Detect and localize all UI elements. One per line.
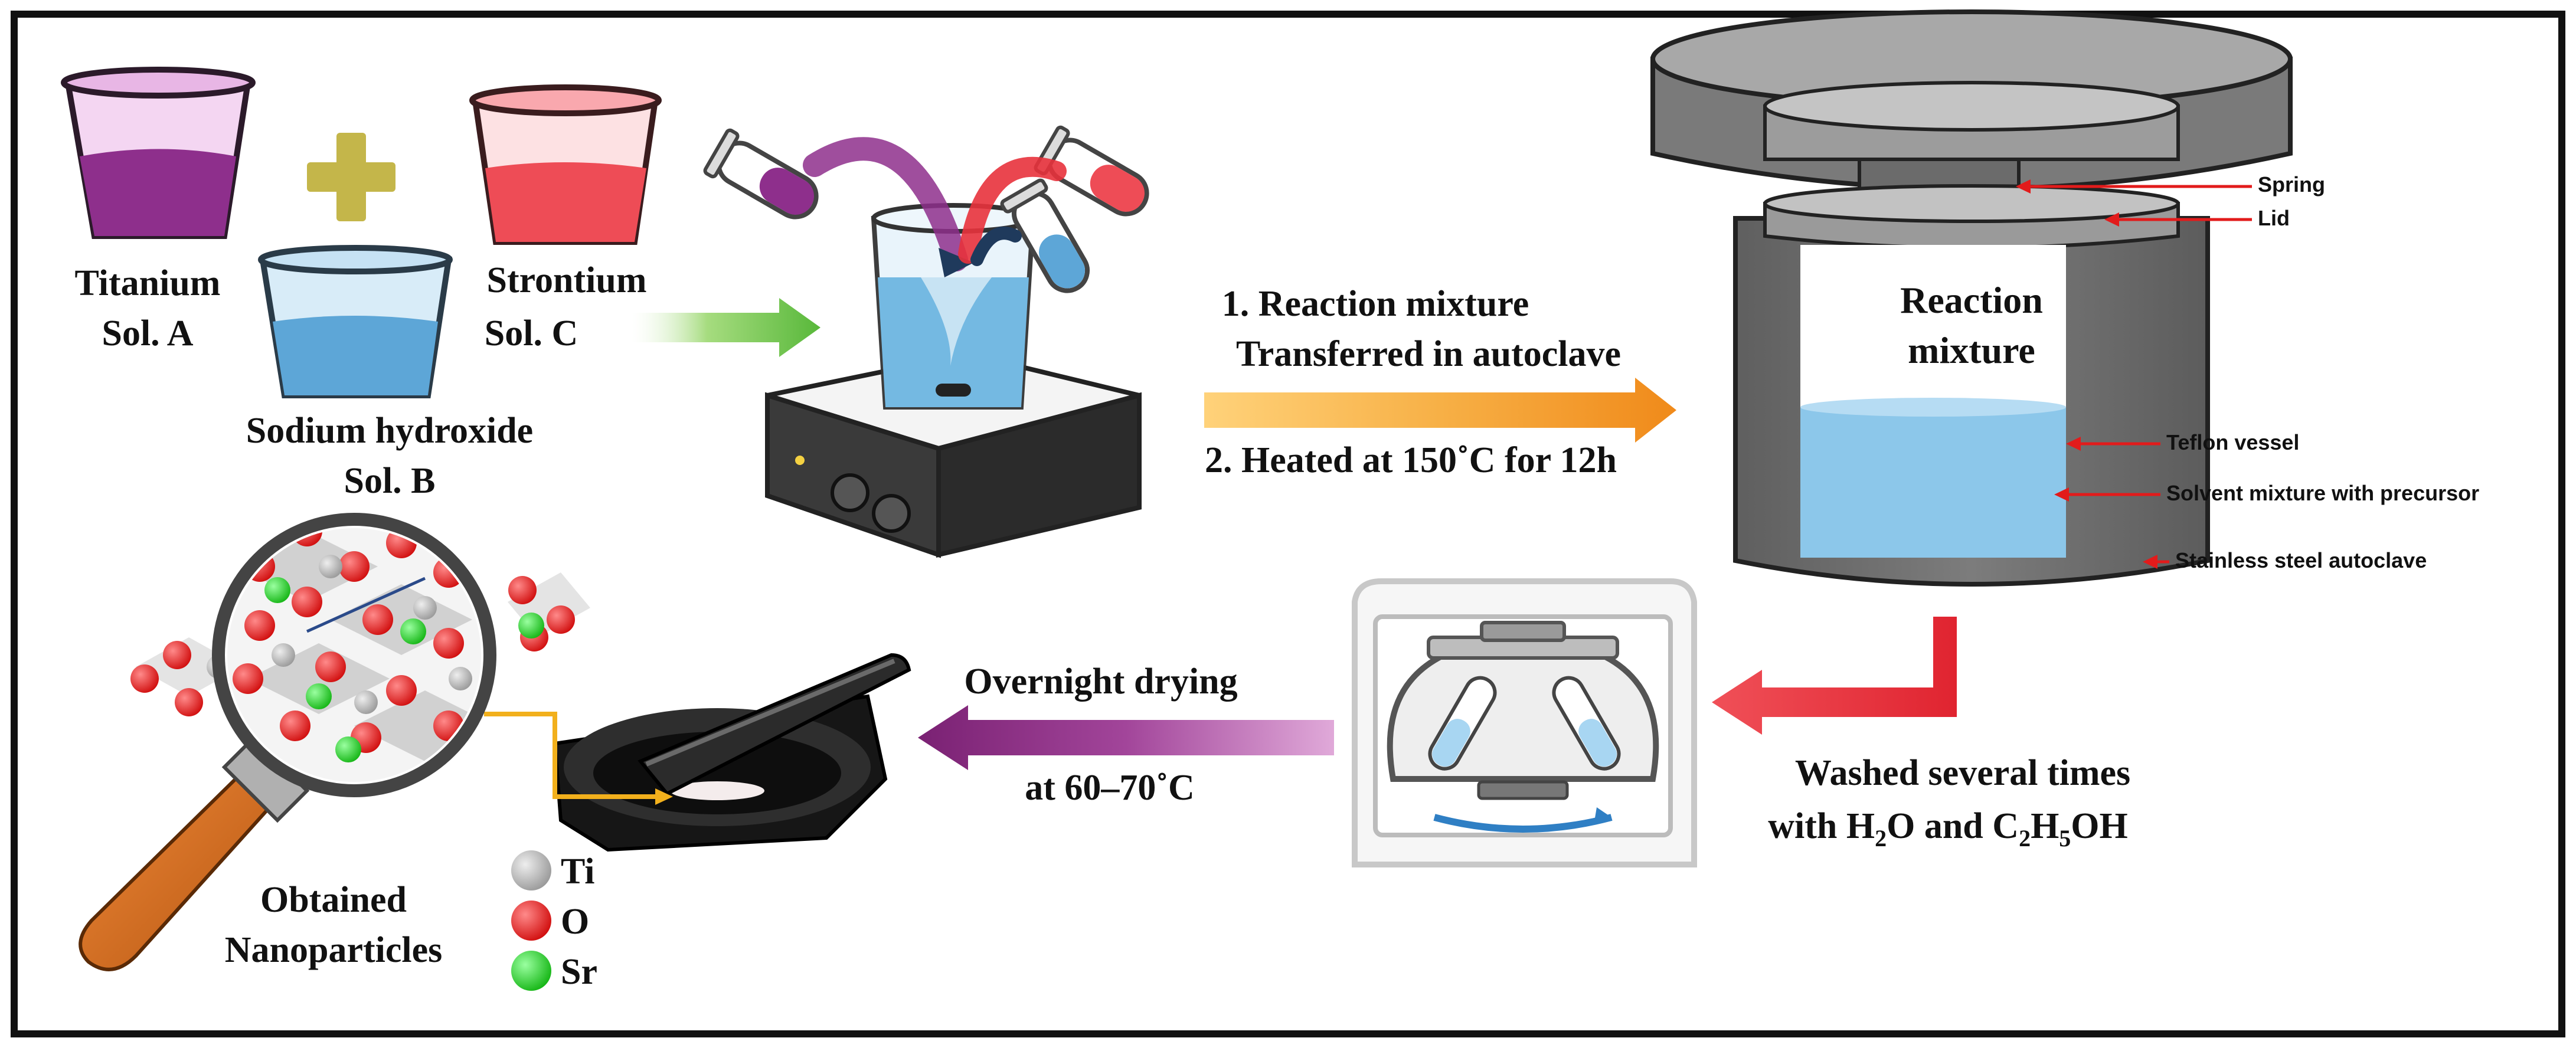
o-atom-icon [511, 901, 551, 941]
purple-pour-arrow [803, 137, 968, 271]
step1-line1: 1. Reaction mixture [1222, 284, 1529, 324]
drying-temp-label: at 60–70˚C [1025, 768, 1195, 808]
overnight-drying-label: Overnight drying [964, 662, 1237, 702]
washed-line1: Washed several times [1795, 753, 2130, 793]
solvent-mixture-label: Solvent mixture with precursor [2166, 481, 2479, 505]
autoclave-callouts [2016, 179, 2252, 569]
blue-test-tube-icon [1000, 178, 1090, 293]
sodium-hydroxide-sol-label: Sol. B [344, 461, 435, 501]
stirring-beaker-icon [871, 203, 1036, 410]
yellow-pointer-line [484, 712, 661, 799]
oxygen-atom [175, 688, 203, 716]
washed-line2: with H2O and C2H5OH [1768, 806, 2128, 852]
titanium-beaker-icon [61, 67, 256, 239]
green-arrow-icon [632, 298, 820, 357]
titanium-label: Titanium [75, 263, 221, 303]
magnetic-stirrer-icon [765, 351, 1142, 558]
oxygen-atom [508, 576, 537, 604]
purple-test-tube-icon [703, 128, 819, 220]
obtained-label: Obtained [260, 880, 407, 920]
reaction-mixture-label-1: Reaction [1900, 279, 2043, 321]
purple-arrow-icon [918, 705, 1334, 770]
legend-ti: Ti [561, 852, 594, 892]
red-arrow-icon [1712, 617, 1957, 735]
stirrer-knob-icon [872, 494, 911, 533]
step2-label: 2. Heated at 150˚C for 12h [1205, 440, 1617, 480]
strontium-beaker-icon [469, 84, 662, 245]
stainless-steel-label: Stainless steel autoclave [2175, 548, 2427, 572]
red-test-tube-icon [1034, 125, 1149, 217]
sodium-hydroxide-label: Sodium hydroxide [246, 411, 533, 451]
step1-line2: Transferred in autoclave [1236, 334, 1621, 374]
reaction-mixture-label-2: mixture [1908, 329, 2035, 371]
sodium-hydroxide-beaker-icon [258, 245, 453, 398]
sr-atom-icon [511, 951, 551, 991]
red-pour-arrow [958, 156, 1067, 264]
oxygen-atom [163, 641, 191, 669]
nanoparticles-label: Nanoparticles [225, 930, 443, 970]
stirrer-knob-icon [831, 473, 869, 512]
lid-label: Lid [2258, 206, 2290, 230]
ti-atom-icon [511, 850, 551, 890]
strontium-atom [518, 613, 544, 639]
orange-arrow-icon [1204, 378, 1676, 443]
titanium-sol-label: Sol. A [102, 313, 193, 353]
mortar-pestle-icon [553, 653, 911, 852]
teflon-vessel-label: Teflon vessel [2166, 430, 2299, 454]
strontium-label: Strontium [486, 260, 646, 300]
oxygen-atom [547, 605, 575, 634]
autoclave-icon [1650, 9, 2293, 587]
spring-label: Spring [2258, 172, 2325, 197]
plus-icon [307, 133, 395, 221]
legend-sr: Sr [561, 952, 597, 992]
centrifuge-icon [1352, 578, 1697, 867]
oxygen-atom [130, 664, 159, 693]
legend-o: O [561, 902, 589, 942]
magnifier-icon [79, 513, 496, 971]
strontium-sol-label: Sol. C [485, 313, 578, 353]
atom-legend: Ti O Sr [511, 850, 597, 992]
